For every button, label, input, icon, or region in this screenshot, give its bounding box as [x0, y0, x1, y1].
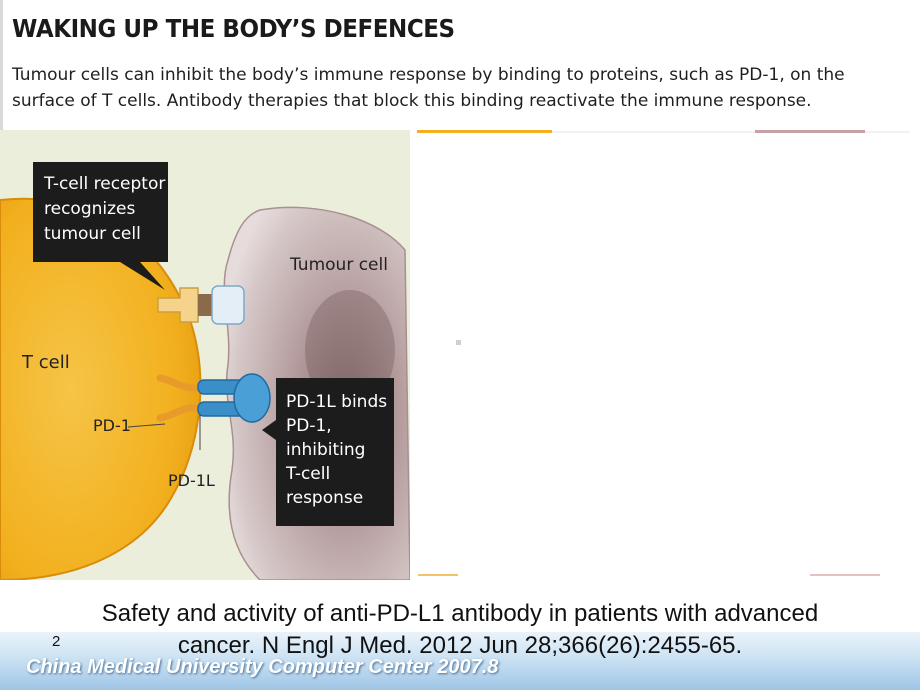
- pd1-receptor-icon: [156, 374, 204, 422]
- label-tumour-cell: Tumour cell: [289, 255, 388, 275]
- blank-panel: [417, 131, 910, 578]
- callout-tcr-line-2: recognizes: [44, 199, 135, 219]
- callout-pd1l-line-4: T-cell: [285, 464, 330, 484]
- figure-subtitle: Tumour cells can inhibit the body’s immu…: [12, 65, 845, 111]
- pd1l-ligand-icon: [197, 373, 271, 423]
- placeholder-dot: [456, 340, 461, 345]
- footer-bar: [0, 632, 920, 690]
- t-cell-receptor-icon: [157, 287, 212, 323]
- panel-edge-accent: [418, 574, 458, 576]
- callout-pd1l-line-3: inhibiting: [286, 440, 365, 460]
- panel-edge-accent: [417, 130, 552, 133]
- citation: Safety and activity of anti-PD-L1 antibo…: [20, 598, 900, 662]
- figure-title: WAKING UP THE BODY’S DEFENCES: [12, 14, 455, 43]
- callout-tcr-line-1: T-cell receptor: [43, 174, 165, 194]
- citation-line-1: Safety and activity of anti-PD-L1 antibo…: [101, 600, 819, 627]
- mhc-icon: [211, 285, 245, 325]
- label-pd1l: PD-1L: [168, 471, 215, 490]
- callout-tcr: T-cell receptor recognizes tumour cell: [33, 162, 168, 290]
- panel-edge-accent: [810, 574, 880, 576]
- citation-line-2: cancer. N Engl J Med. 2012 Jun 28;366(26…: [177, 632, 743, 659]
- panel-edge-accent: [755, 130, 865, 133]
- label-t-cell: T cell: [21, 352, 70, 373]
- callout-pd1l-line-1: PD-1L binds: [286, 392, 387, 412]
- callout-pd1l-line-5: response: [286, 488, 363, 508]
- footer-text: China Medical University Computer Center…: [26, 656, 499, 678]
- callout-pd1l: PD-1L binds PD-1, inhibiting T-cell resp…: [262, 378, 394, 526]
- page-number: 2: [52, 633, 61, 650]
- label-pd1: PD-1: [93, 416, 131, 435]
- callout-pd1l-line-2: PD-1,: [286, 416, 332, 436]
- immune-diagram: T-cell receptor recognizes tumour cell P…: [0, 130, 410, 580]
- callout-tcr-line-3: tumour cell: [44, 224, 141, 244]
